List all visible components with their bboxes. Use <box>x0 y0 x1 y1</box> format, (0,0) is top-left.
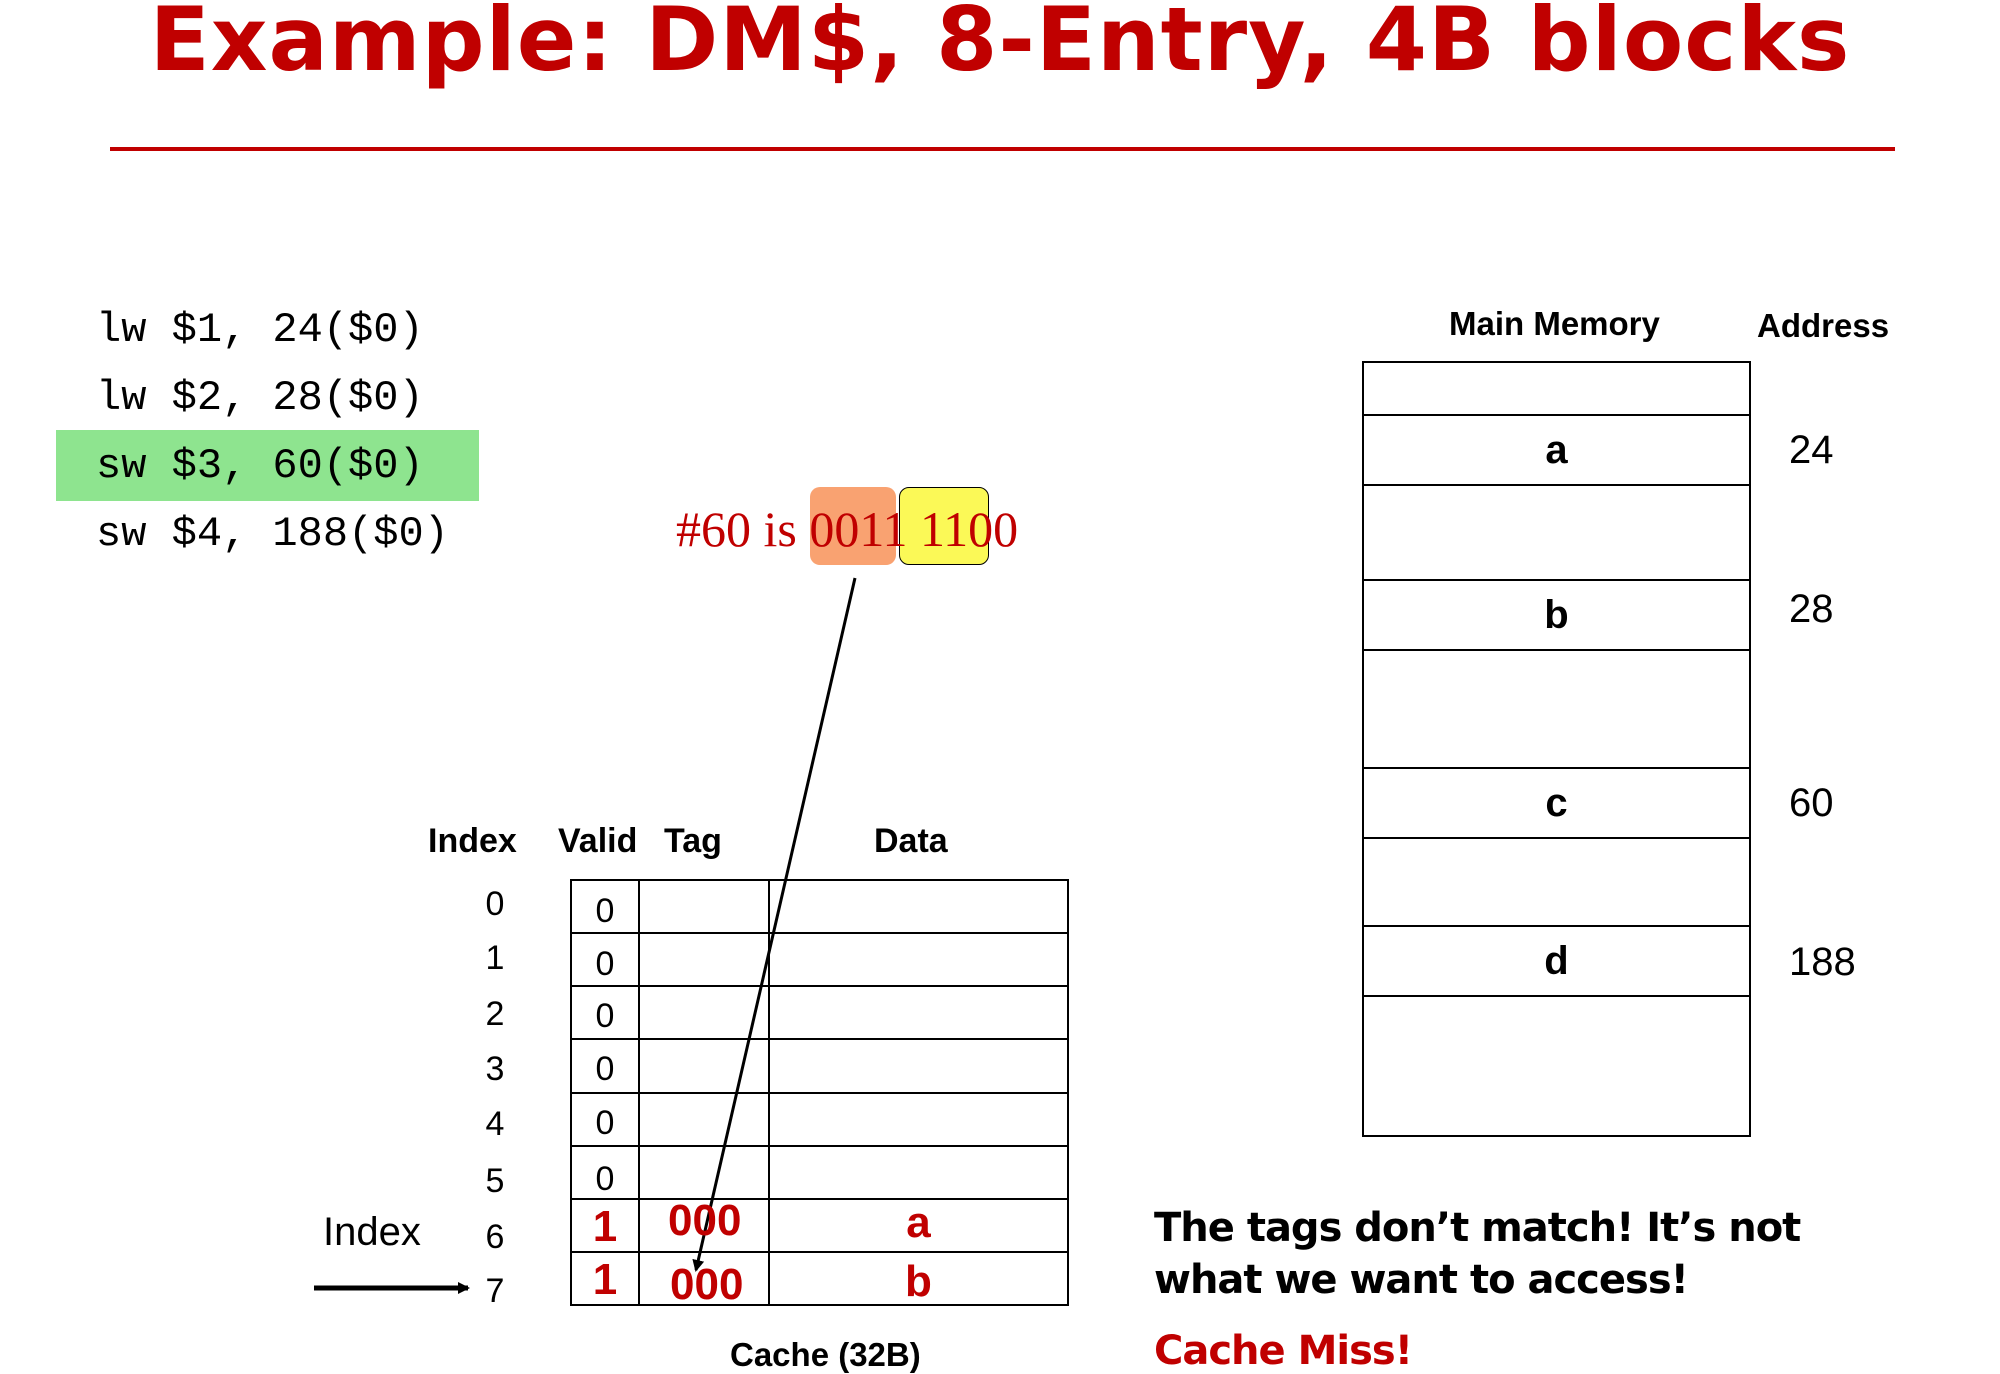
memory-entry-label: b <box>1544 593 1569 637</box>
memory-title: Main Memory <box>1449 305 1660 342</box>
memory-entry-label: d <box>1544 939 1569 983</box>
index-bits: 1 11 <box>882 501 969 557</box>
cache-header-index: Index <box>428 822 517 860</box>
memory-divider <box>1362 414 1751 416</box>
memory-address: 60 <box>1789 781 1834 825</box>
memory-divider <box>1362 925 1751 927</box>
main-memory-block <box>1362 361 1751 1137</box>
cache-data: a <box>906 1198 931 1247</box>
cache-table <box>570 879 1069 1306</box>
valid-bit: 1 <box>592 1202 618 1251</box>
memory-address: 24 <box>1789 428 1834 472</box>
valid-bit: 0 <box>595 892 615 930</box>
memory-divider <box>1362 995 1751 997</box>
current-instruction-highlight <box>56 430 479 501</box>
memory-address: 28 <box>1789 587 1834 631</box>
valid-bit: 0 <box>595 945 615 983</box>
valid-bit: 0 <box>595 997 615 1035</box>
address-binary: #60 is 0011 1100 <box>676 500 1018 558</box>
address-prefix: #60 is <box>676 501 810 557</box>
tag-bits: 001 <box>809 501 883 557</box>
valid-bit: 1 <box>592 1255 618 1304</box>
cache-index: 2 <box>485 995 505 1033</box>
cache-index: 5 <box>485 1162 505 1200</box>
code-line-3: sw $3, 60($0) <box>96 442 424 490</box>
memory-divider <box>1362 837 1751 839</box>
tag-mismatch-message-line2: what we want to access! <box>1154 1257 1689 1303</box>
cache-index: 6 <box>485 1218 505 1256</box>
cache-index: 4 <box>485 1105 505 1143</box>
cache-header-data: Data <box>874 822 948 860</box>
valid-bit: 0 <box>595 1160 615 1198</box>
slide-title: Example: DM$, 8-Entry, 4B blocks <box>149 0 1851 91</box>
valid-bit: 0 <box>595 1050 615 1088</box>
cache-caption: Cache (32B) <box>730 1336 921 1373</box>
memory-address-header: Address <box>1757 307 1890 344</box>
memory-entry-label: a <box>1545 428 1568 472</box>
tag-bits-highlight <box>810 487 896 565</box>
tag-mismatch-message-line1: The tags don’t match! It’s not <box>1154 1205 1801 1251</box>
memory-divider <box>1362 649 1751 651</box>
index-pointer-label: Index <box>323 1210 421 1254</box>
memory-divider <box>1362 767 1751 769</box>
cache-index: 7 <box>485 1272 505 1310</box>
cache-tag: 000 <box>670 1260 744 1309</box>
valid-bit: 0 <box>595 1104 615 1142</box>
memory-divider <box>1362 579 1751 581</box>
memory-address: 188 <box>1789 940 1856 984</box>
index-lookup-arrow <box>692 577 857 1272</box>
cache-data: b <box>905 1257 932 1306</box>
cache-index: 1 <box>485 939 505 977</box>
cache-index: 0 <box>485 885 505 923</box>
memory-divider <box>1362 484 1751 486</box>
cache-tag: 000 <box>668 1196 742 1245</box>
index-bits-highlight <box>899 487 989 565</box>
code-line-1: lw $1, 24($0) <box>96 306 424 354</box>
offset-bits: 00 <box>968 501 1019 557</box>
cache-header-tag: Tag <box>664 822 722 860</box>
cache-header-valid: Valid <box>558 822 638 860</box>
code-line-4: sw $4, 188($0) <box>96 510 449 558</box>
title-divider <box>110 147 1895 151</box>
cache-miss-label: Cache Miss! <box>1154 1328 1413 1374</box>
memory-entry-label: c <box>1545 781 1568 825</box>
code-line-2: lw $2, 28($0) <box>96 374 424 422</box>
cache-index: 3 <box>485 1050 505 1088</box>
